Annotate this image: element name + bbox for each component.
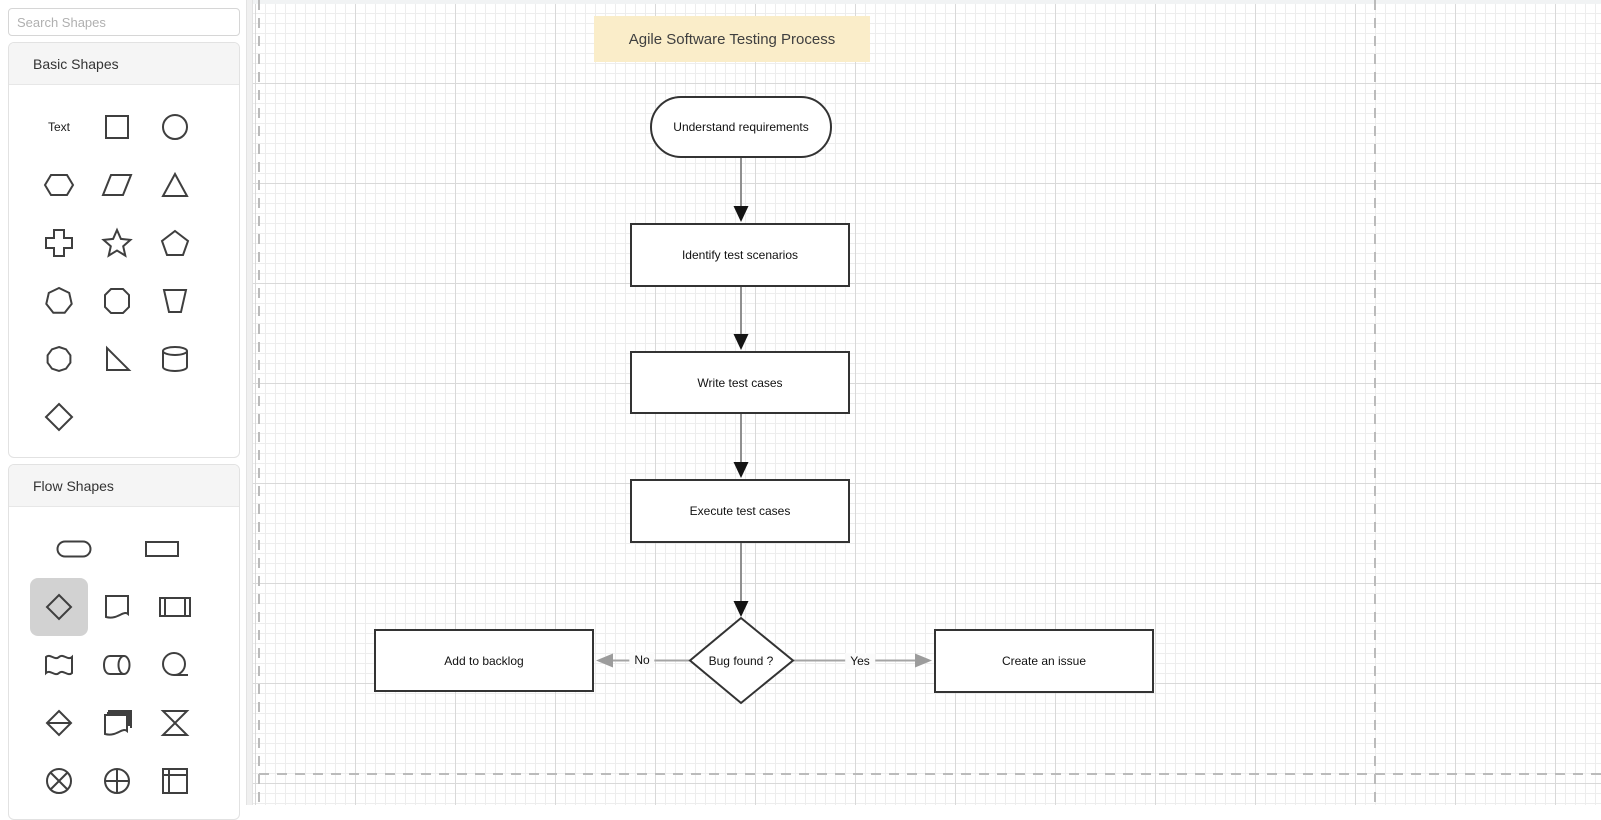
shape-tile-terminator[interactable] [45,520,103,578]
shape-tile-square[interactable] [88,98,146,156]
shape-tile-process[interactable] [133,520,191,578]
summing-junction-icon [46,768,72,794]
flow-shapes-panel: Flow Shapes [8,464,240,820]
cylinder-icon [162,346,188,373]
tape-icon [45,654,73,676]
shape-tile-text[interactable]: Text [30,98,88,156]
sidebar-canvas-divider [246,0,253,805]
node-write[interactable]: Write test cases [630,351,850,414]
arrowhead-left-icon [596,653,613,668]
decagon-icon [46,345,72,373]
shape-tile-document[interactable] [88,578,146,636]
octagon-icon [104,288,130,314]
node-issue[interactable]: Create an issue [934,629,1154,693]
shape-tile-summing-junction[interactable] [30,752,88,810]
shape-tile-circle[interactable] [146,98,204,156]
shape-tile-cylinder[interactable] [146,330,204,388]
trapezoid-icon [162,289,188,313]
shape-tile-triangle[interactable] [146,156,204,214]
heptagon-icon [45,286,73,314]
pentagon-icon [160,229,190,256]
decision-icon [45,593,73,621]
predefined-process-icon [159,597,191,617]
flow-shapes-grid [9,507,239,810]
node-backlog[interactable]: Add to backlog [374,629,594,692]
page-boundary [258,0,1601,805]
terminator-icon [56,540,92,558]
internal-storage-icon [162,768,188,794]
node-execute[interactable]: Execute test cases [630,479,850,543]
node-identify[interactable]: Identify test scenarios [630,223,850,287]
shape-tile-cross[interactable] [30,214,88,272]
shape-tile-decagon[interactable] [30,330,88,388]
shape-tile-sequential-storage[interactable] [146,636,204,694]
arrowhead-down-icon [733,206,749,222]
arrowhead-down-icon [733,462,749,478]
canvas-top-band [253,0,1601,4]
triangle-icon [161,171,189,197]
shape-tile-parallelogram[interactable] [88,156,146,214]
or-icon [104,768,130,794]
edge-label-yes[interactable]: Yes [845,653,875,669]
sequential-storage-icon [162,652,188,676]
shape-tile-octagon[interactable] [88,272,146,330]
basic-shapes-grid: Text [9,85,239,446]
shape-tile-star[interactable] [88,214,146,272]
flow-shapes-header[interactable]: Flow Shapes [9,465,239,507]
basic-shapes-panel: Basic Shapes Text [8,42,240,458]
arrowhead-right-icon [915,653,932,668]
edge-write-execute[interactable] [733,414,749,478]
shape-tile-internal-storage[interactable] [146,752,204,810]
node-decision-label[interactable]: Bug found ? [708,654,774,668]
shape-tile-heptagon[interactable] [30,272,88,330]
direct-access-storage-icon [102,655,131,675]
edge-start-identify[interactable] [733,158,749,222]
parallelogram-icon [101,174,133,196]
node-start[interactable]: Understand requirements [650,96,832,158]
sort-icon [45,709,73,737]
arrowhead-down-icon [733,334,749,350]
document-icon [105,595,129,619]
circle-icon [162,114,188,140]
collate-icon [160,710,190,736]
arrowhead-down-icon [733,601,749,617]
shape-tile-decision[interactable] [30,578,88,636]
shape-tile-tape[interactable] [30,636,88,694]
right-triangle-icon [106,345,132,371]
shape-tile-text-label: Text [47,120,70,134]
diagram-canvas[interactable]: Agile Software Testing Process Understan… [253,0,1601,805]
diamond-icon [44,402,74,432]
shape-tile-sort[interactable] [30,694,88,752]
basic-shapes-header[interactable]: Basic Shapes [9,43,239,85]
edge-execute-decision[interactable] [733,543,749,617]
process-icon [145,541,179,557]
hexagon-icon [43,174,75,196]
shape-tile-collate[interactable] [146,694,204,752]
shape-tile-predefined-process[interactable] [146,578,204,636]
shape-tile-trapezoid[interactable] [146,272,204,330]
shape-tile-hexagon[interactable] [30,156,88,214]
star-icon [101,227,133,258]
multi-document-icon [104,710,132,736]
search-input[interactable] [8,8,240,36]
square-icon [105,115,129,139]
shape-palette-sidebar: Basic Shapes Text Flow Shapes [0,0,246,820]
edge-identify-write[interactable] [733,287,749,350]
shape-tile-diamond[interactable] [30,388,88,446]
shape-tile-or[interactable] [88,752,146,810]
shape-tile-right-triangle[interactable] [88,330,146,388]
shape-tile-pentagon[interactable] [146,214,204,272]
shape-tile-multi-document[interactable] [88,694,146,752]
diagram-title[interactable]: Agile Software Testing Process [594,16,870,62]
node-decision-shape[interactable] [688,616,795,705]
cross-icon [45,229,73,257]
edge-label-no[interactable]: No [629,652,655,668]
shape-tile-direct-access-storage[interactable] [88,636,146,694]
